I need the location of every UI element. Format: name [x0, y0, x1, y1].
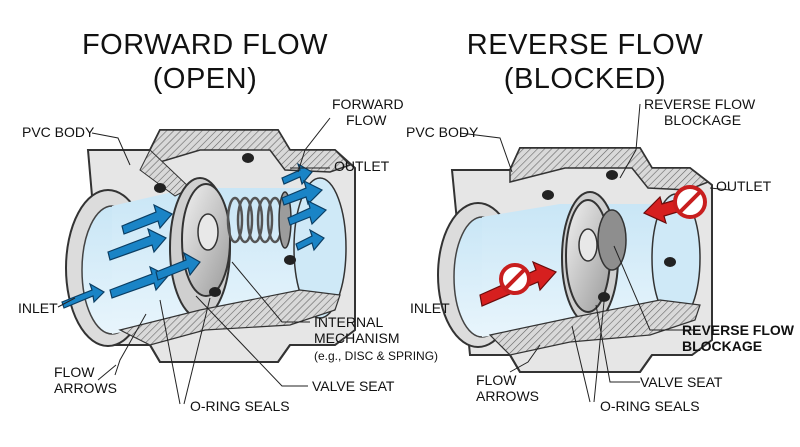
label-valve-seat-left: VALVE SEAT — [312, 378, 395, 394]
label-internal-1: INTERNAL — [314, 314, 384, 330]
reverse-valve — [437, 147, 713, 373]
label-forward-flow-2: FLOW — [346, 112, 387, 128]
label-oring-right: O-RING SEALS — [600, 398, 700, 414]
label-flow-arrows-left-1: FLOW — [54, 364, 95, 380]
label-forward-flow-1: FORWARD — [332, 96, 404, 112]
forward-title-line2: (OPEN) — [152, 63, 258, 95]
o-ring-left-4 — [284, 255, 296, 265]
label-blockage-top-1: REVERSE FLOW — [644, 96, 756, 112]
label-valve-seat-right: VALVE SEAT — [640, 374, 723, 390]
label-internal-2: MECHANISM — [314, 330, 400, 346]
label-blockage-bold-2: BLOCKAGE — [682, 338, 763, 354]
label-outlet-right: OUTLET — [716, 178, 772, 194]
label-blockage-top-2: BLOCKAGE — [664, 112, 742, 128]
label-pvc-body-right: PVC BODY — [406, 124, 479, 140]
forward-flow-arrow-icon — [61, 162, 328, 309]
o-ring-right-3 — [598, 292, 610, 302]
spring-left — [226, 196, 284, 244]
label-blockage-bold-1: REVERSE FLOW — [682, 322, 795, 338]
reverse-title-line1: REVERSE FLOW — [466, 29, 704, 61]
cut-wall-top-right — [509, 147, 710, 191]
label-outlet-left: OUTLET — [334, 158, 390, 174]
forward-valve — [61, 129, 356, 363]
label-pvc-body-left: PVC BODY — [22, 124, 95, 140]
o-ring-right-4 — [664, 257, 676, 267]
label-flow-arrows-right-1: FLOW — [476, 372, 517, 388]
leader-lines — [57, 103, 731, 405]
reverse-title-line2: (BLOCKED) — [503, 63, 667, 95]
o-ring-right-1 — [542, 190, 554, 200]
o-ring-left-1 — [154, 183, 166, 193]
label-inlet-left: INLET — [18, 300, 58, 316]
label-flow-arrows-left-2: ARROWS — [54, 380, 117, 396]
o-ring-left-3 — [209, 287, 221, 297]
no-entry-icon — [499, 185, 707, 295]
o-ring-right-2 — [606, 170, 618, 180]
label-internal-3: (e.g., DISC & SPRING) — [314, 349, 439, 363]
forward-title-line1: FORWARD FLOW — [81, 29, 329, 61]
label-oring-left: O-RING SEALS — [190, 398, 290, 414]
o-ring-left-2 — [242, 153, 254, 163]
label-flow-arrows-right-2: ARROWS — [476, 388, 539, 404]
cut-wall-top-left — [149, 129, 352, 173]
label-inlet-right: INLET — [410, 300, 450, 316]
